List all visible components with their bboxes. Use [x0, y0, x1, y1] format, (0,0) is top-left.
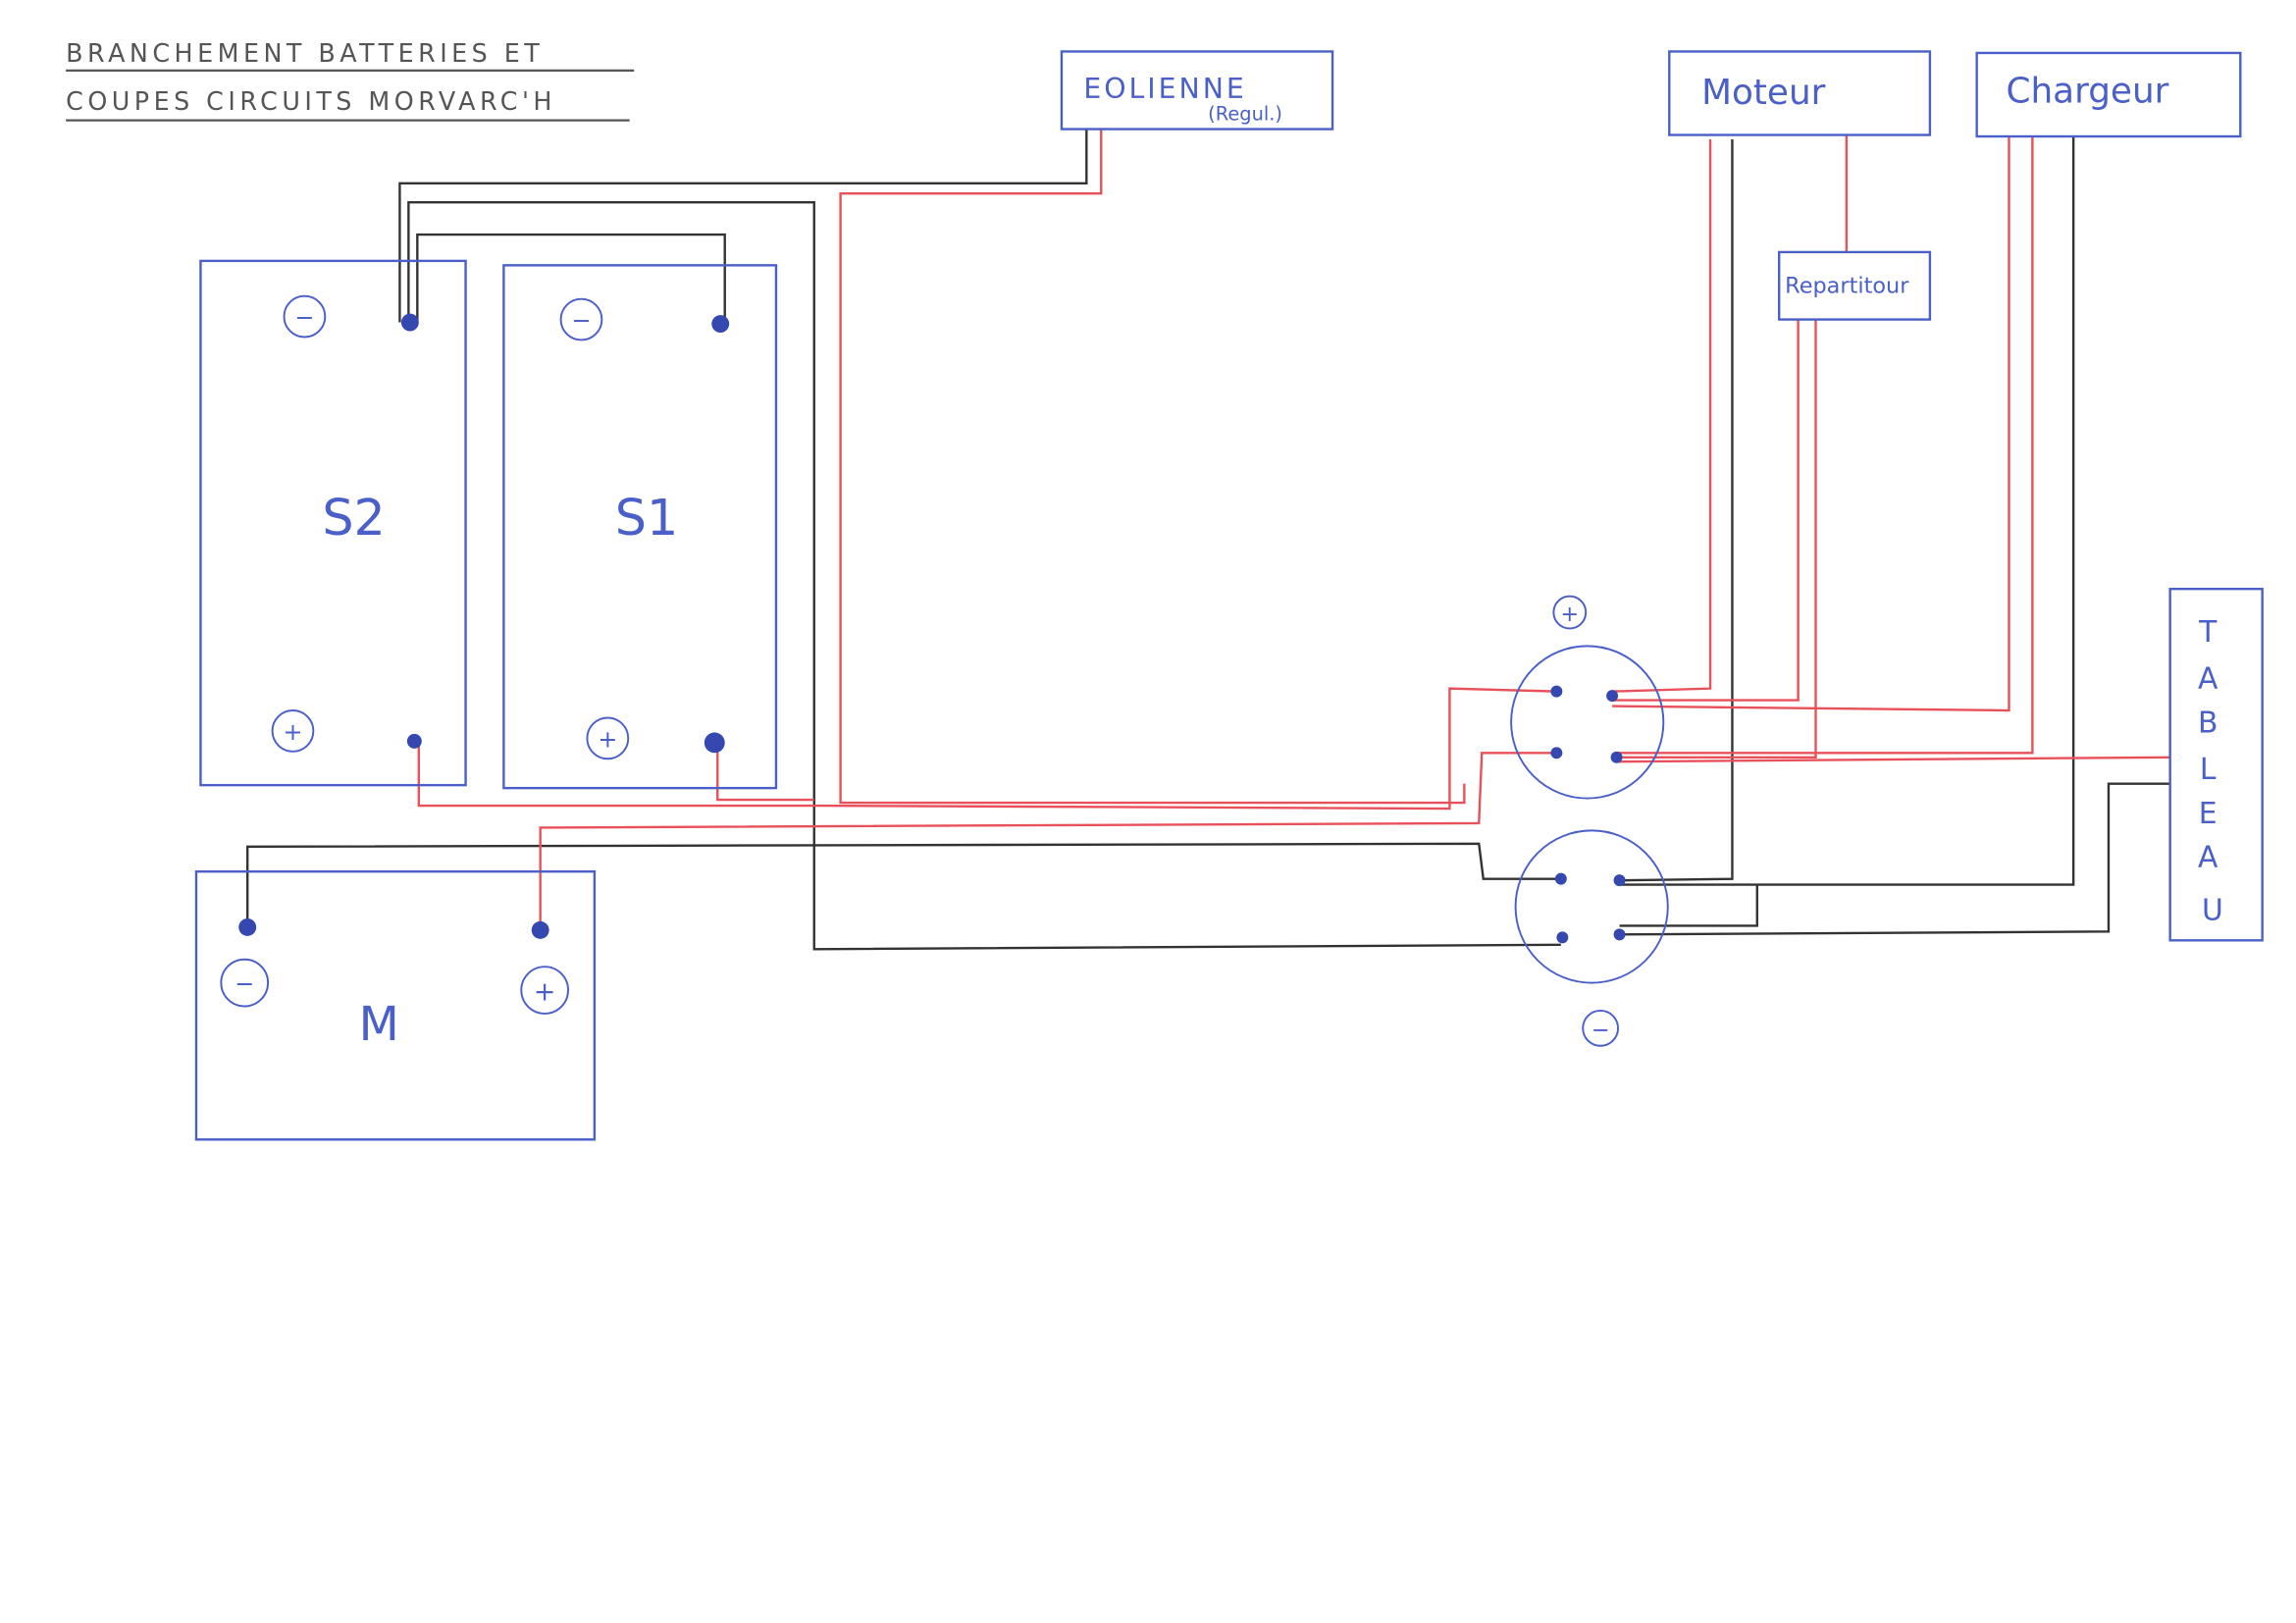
plus-symbol: + [1560, 602, 1579, 627]
negative-wires [246, 129, 2170, 951]
plus-symbol: + [283, 718, 302, 746]
negative-battery-switch: − [1514, 829, 1669, 1047]
eolienne-sublabel: (Regul.) [1208, 103, 1282, 126]
title-line-2: COUPES CIRCUITS MORVARC'H [66, 86, 556, 116]
terminal [406, 733, 422, 749]
plus-symbol: + [534, 977, 556, 1008]
minus-symbol: − [571, 307, 591, 335]
moteur-label: Moteur [1701, 73, 1826, 113]
eolienne-box: EOLIENNE (Regul.) [1060, 50, 1334, 131]
minus-symbol: − [294, 304, 314, 332]
battery-m: M − + [194, 869, 597, 1141]
battery-s1-label: S1 [615, 489, 678, 547]
tableau-box: T A B L E A U [2168, 587, 2264, 942]
title-line-1: BRANCHEMENT BATTERIES ET [66, 38, 544, 68]
terminal [238, 917, 257, 936]
eolienne-label: EOLIENNE [1083, 73, 1246, 105]
chargeur-box: Chargeur [1975, 51, 2242, 138]
battery-s1: S1 − + [502, 264, 778, 790]
terminal [531, 920, 549, 939]
minus-symbol: − [1592, 1018, 1610, 1043]
plus-symbol: + [598, 725, 617, 753]
battery-m-label: M [359, 998, 399, 1052]
chargeur-label: Chargeur [2007, 72, 2169, 112]
terminal [711, 315, 730, 334]
battery-s2: S2 − + [199, 259, 467, 787]
battery-s2-label: S2 [322, 489, 385, 547]
moteur-box: Moteur [1668, 50, 1932, 136]
minus-symbol: − [235, 970, 254, 998]
repartiteur-box: Repartitour [1778, 250, 1932, 321]
terminal [400, 313, 419, 332]
positive-wires [417, 129, 2170, 930]
terminal [704, 732, 725, 754]
repartiteur-label: Repartitour [1785, 274, 1909, 299]
positive-battery-switch: + [1510, 595, 1665, 800]
tableau-label: T A B L E A U [2198, 615, 2227, 928]
